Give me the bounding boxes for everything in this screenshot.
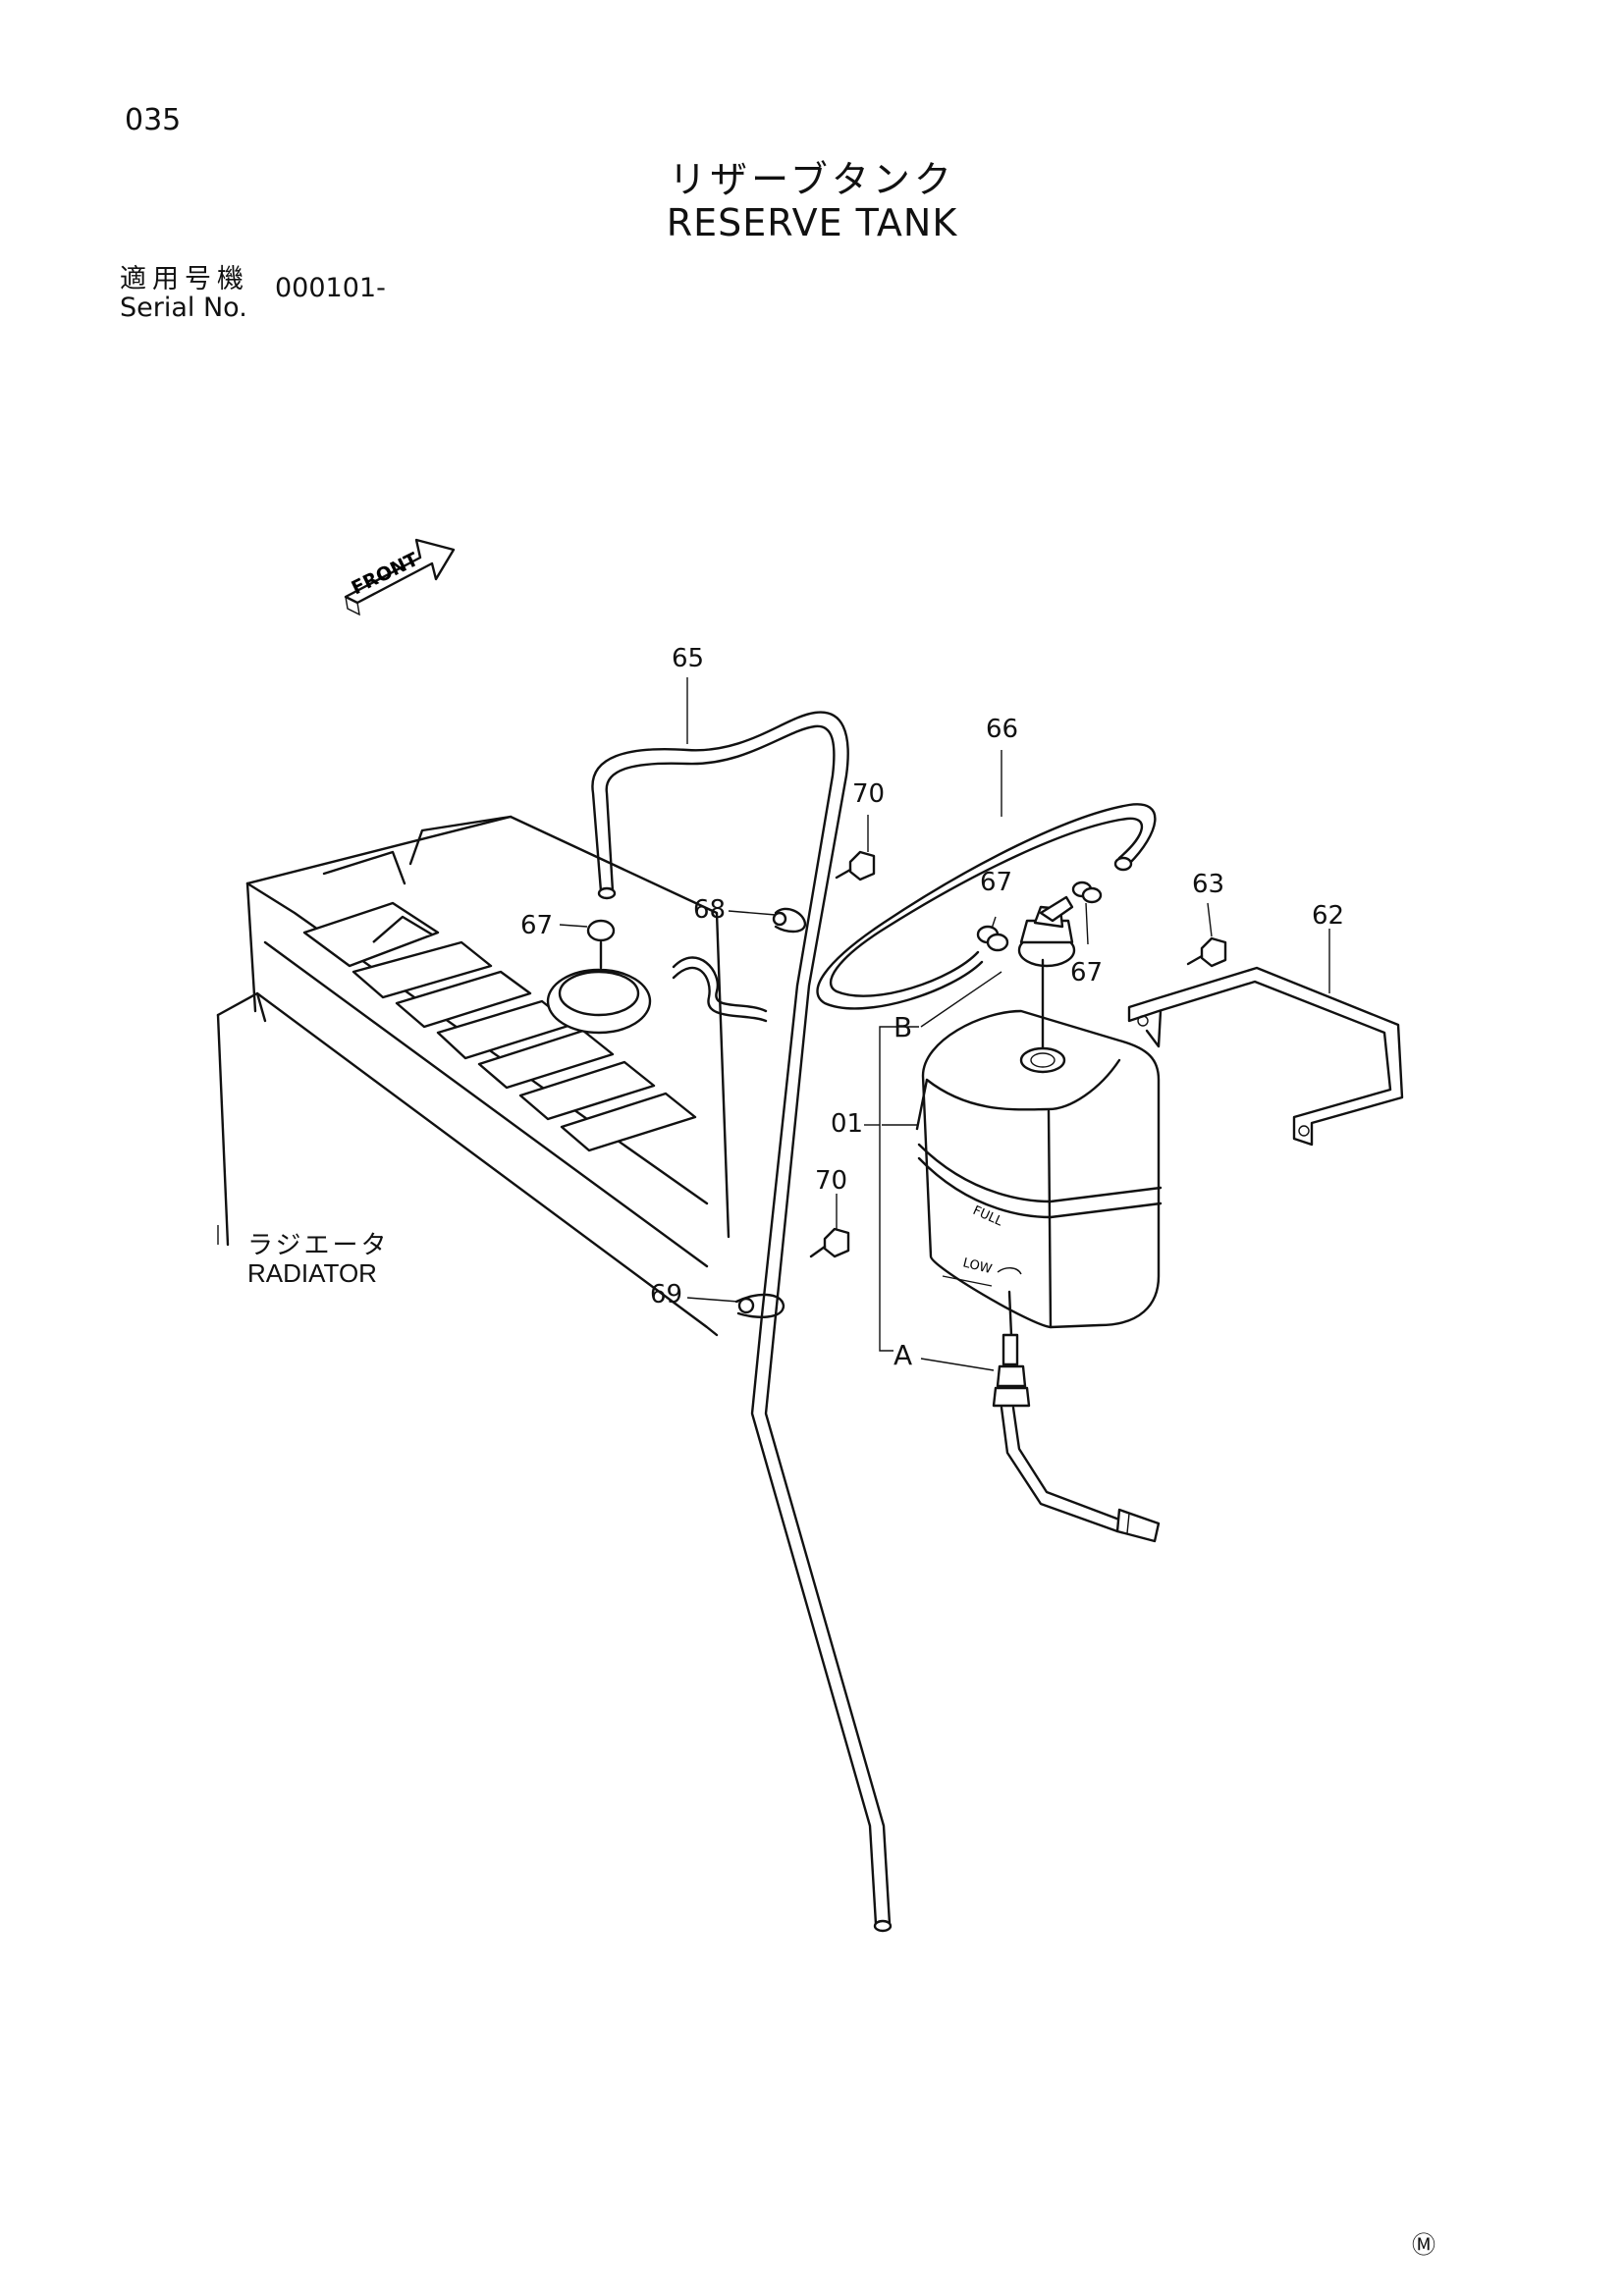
bolt-70-top: [837, 852, 874, 880]
maker-mark: Ⓜ: [1412, 2231, 1435, 2259]
page-number: 035: [125, 103, 182, 137]
callout-01: 01: [831, 1109, 864, 1139]
bracket-62: [1129, 968, 1402, 1145]
hose-65: [592, 713, 891, 1931]
reserve-tank-01: FULL LOW: [917, 960, 1161, 1327]
callout-70-top: 70: [852, 779, 886, 809]
clamp-68: [774, 909, 805, 932]
callout-67-mid: 67: [980, 868, 1013, 897]
title-japanese: リザーブタンク: [669, 158, 955, 201]
radiator-label-japanese: ラジエータ: [247, 1231, 390, 1260]
callout-62: 62: [1312, 901, 1345, 931]
radiator-fins: [304, 903, 695, 1150]
callout-69: 69: [650, 1280, 683, 1309]
front-arrow-icon: FRONT: [346, 540, 454, 614]
title-english: RESERVE TANK: [666, 201, 958, 244]
tank-low-mark: LOW: [961, 1255, 994, 1277]
callout-a: A: [893, 1339, 913, 1371]
callout-65: 65: [672, 644, 705, 673]
tank-cap: [1019, 897, 1074, 966]
callout-b: B: [893, 1011, 913, 1043]
clamp-69: [736, 1295, 784, 1317]
serial-label-english: Serial No.: [120, 293, 247, 323]
bolt-70-low: [811, 1229, 848, 1256]
radiator: [218, 817, 766, 1335]
hose-66: [818, 804, 1156, 1008]
serial-number-range: 000101-: [275, 273, 386, 303]
clamp-67-right: [1073, 882, 1101, 902]
callout-66: 66: [986, 715, 1019, 744]
callout-67-left: 67: [520, 911, 554, 940]
level-switch: [994, 1292, 1159, 1541]
callout-70-low: 70: [815, 1166, 848, 1196]
clamp-67-mid: [978, 927, 1007, 950]
callout-63: 63: [1192, 870, 1225, 899]
radiator-cap: [548, 921, 650, 1033]
callout-67-right: 67: [1070, 958, 1104, 988]
serial-label-japanese: 適用号機: [120, 264, 249, 294]
bolt-63: [1188, 938, 1225, 966]
radiator-label-english: RADIATOR: [247, 1258, 377, 1288]
callout-68: 68: [693, 895, 727, 925]
